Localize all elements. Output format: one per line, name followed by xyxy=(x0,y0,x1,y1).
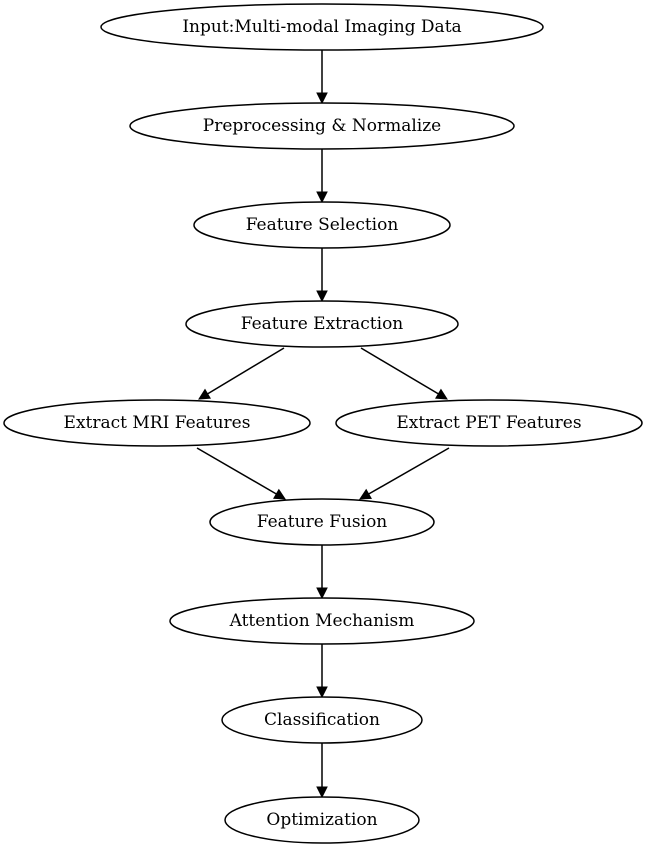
edge-pet-to-fusion xyxy=(359,447,450,500)
edge-line xyxy=(368,447,450,495)
edge-line xyxy=(196,447,277,495)
arrowhead-icon xyxy=(316,587,328,600)
node-shape xyxy=(221,696,423,744)
node-extraction: Feature Extraction xyxy=(185,300,459,348)
node-pet: Extract PET Features xyxy=(335,399,643,447)
arrowhead-icon xyxy=(359,488,372,500)
arrowhead-icon xyxy=(316,92,328,105)
arrowhead-icon xyxy=(316,786,328,799)
arrowhead-icon xyxy=(198,388,211,400)
edge-line xyxy=(360,347,439,395)
node-input: Input:Multi-modal Imaging Data xyxy=(100,3,544,51)
node-classification: Classification xyxy=(221,696,423,744)
edge-mri-to-fusion xyxy=(196,447,286,500)
node-fusion: Feature Fusion xyxy=(209,498,435,546)
edge-line xyxy=(207,347,285,395)
node-layer: Input:Multi-modal Imaging DataPreprocess… xyxy=(3,3,643,844)
node-label: Preprocessing & Normalize xyxy=(203,116,442,136)
node-label: Feature Extraction xyxy=(241,314,404,334)
node-label: Classification xyxy=(264,710,380,730)
edge-classification-to-optimization xyxy=(316,743,328,799)
node-attention: Attention Mechanism xyxy=(169,597,475,645)
node-shape xyxy=(100,3,544,51)
node-label: Optimization xyxy=(266,810,377,830)
node-label: Feature Fusion xyxy=(257,512,388,532)
node-label: Extract MRI Features xyxy=(64,413,251,433)
node-label: Extract PET Features xyxy=(396,413,581,433)
node-selection: Feature Selection xyxy=(193,201,451,249)
node-shape xyxy=(193,201,451,249)
arrowhead-icon xyxy=(435,388,448,400)
node-shape xyxy=(3,399,311,447)
node-preprocess: Preprocessing & Normalize xyxy=(129,102,515,150)
edge-selection-to-extraction xyxy=(316,248,328,303)
edge-extraction-to-pet xyxy=(360,347,448,400)
node-shape xyxy=(209,498,435,546)
arrowhead-icon xyxy=(316,290,328,303)
node-shape xyxy=(185,300,459,348)
node-shape xyxy=(224,796,420,844)
node-shape xyxy=(129,102,515,150)
edge-layer xyxy=(196,50,450,799)
node-label: Input:Multi-modal Imaging Data xyxy=(182,17,461,37)
edge-input-to-preprocess xyxy=(316,50,328,105)
edge-extraction-to-mri xyxy=(198,347,285,400)
node-shape xyxy=(335,399,643,447)
arrowhead-icon xyxy=(316,191,328,204)
edge-fusion-to-attention xyxy=(316,545,328,600)
node-label: Attention Mechanism xyxy=(229,611,415,631)
node-mri: Extract MRI Features xyxy=(3,399,311,447)
arrowhead-icon xyxy=(316,686,328,699)
node-label: Feature Selection xyxy=(246,215,399,235)
edge-preprocess-to-selection xyxy=(316,149,328,204)
arrowhead-icon xyxy=(273,488,286,500)
node-optimization: Optimization xyxy=(224,796,420,844)
node-shape xyxy=(169,597,475,645)
edge-attention-to-classification xyxy=(316,644,328,699)
